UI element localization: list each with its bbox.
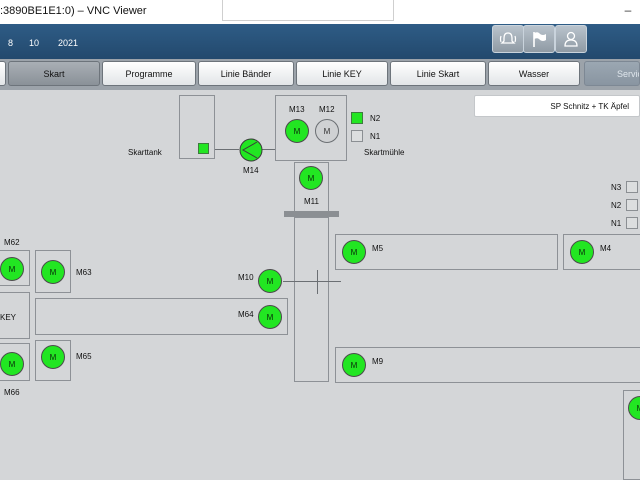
nav-item-wasser[interactable]: Wasser — [488, 61, 580, 86]
skarttank-label: Skarttank — [128, 148, 162, 157]
skarttank-vessel[interactable] — [179, 95, 215, 159]
user-button[interactable] — [555, 25, 587, 53]
motor-m10[interactable]: M — [258, 269, 282, 293]
date-month: 10 — [29, 38, 40, 48]
conveyor-crossing-horizontal — [283, 281, 341, 282]
right-level-n2-indicator — [626, 199, 638, 211]
m62-label: M62 — [4, 238, 20, 247]
mill-level-n2-indicator — [351, 112, 363, 124]
m64-label: M64 — [238, 310, 254, 319]
mill-level-n1-label: N1 — [370, 132, 381, 141]
nav-item-programme[interactable]: Programme — [102, 61, 196, 86]
m66-label: M66 — [4, 388, 20, 397]
motor-m66[interactable]: M — [0, 352, 24, 376]
motor-m13[interactable]: M — [285, 119, 309, 143]
m11-label: M11 — [304, 197, 319, 206]
right-level-n3-indicator — [626, 181, 638, 193]
window-title: :3890BE1E1:0) – VNC Viewer — [0, 5, 147, 17]
window-title-bar: :3890BE1E1:0) – VNC Viewer – — [0, 0, 640, 25]
motor-m4[interactable]: M — [570, 240, 594, 264]
date-day: 8 — [8, 38, 14, 48]
conveyor-crossing-vertical — [317, 270, 318, 294]
m65-label: M65 — [76, 352, 92, 361]
motor-m65[interactable]: M — [41, 345, 65, 369]
vertical-conveyor[interactable] — [294, 217, 329, 382]
flag-button[interactable] — [523, 25, 555, 53]
nav-item-hidden[interactable] — [0, 61, 6, 86]
nav-item-linie-skart[interactable]: Linie Skart — [390, 61, 486, 86]
m4-label: M4 — [600, 244, 612, 253]
pipe-tank-pump — [215, 149, 239, 150]
motor-m5[interactable]: M — [342, 240, 366, 264]
conveyor-m9[interactable] — [335, 347, 640, 383]
key-unit[interactable] — [0, 292, 30, 339]
skarttank-level-indicator — [198, 143, 209, 154]
separator-bar — [284, 211, 339, 217]
m9-label: M9 — [372, 357, 384, 366]
right-level-n1-label: N1 — [611, 219, 622, 228]
minimize-button[interactable]: – — [624, 3, 632, 17]
mill-level-n2-label: N2 — [370, 114, 381, 123]
motor-m64[interactable]: M — [258, 305, 282, 329]
pump-m14[interactable] — [239, 138, 263, 162]
program-display: SP Schnitz + TK Äpfel — [474, 95, 640, 117]
m12-label: M12 — [319, 105, 335, 114]
motor-m63[interactable]: M — [41, 260, 65, 284]
conveyor-m64[interactable] — [35, 298, 288, 335]
vnc-toolbar-handle[interactable] — [222, 0, 394, 21]
motor-m11[interactable]: M — [299, 166, 323, 190]
conveyor-m5[interactable] — [335, 234, 558, 270]
nav-item-linie-key[interactable]: Linie KEY — [296, 61, 388, 86]
right-level-n1-indicator — [626, 217, 638, 229]
m14-label: M14 — [243, 166, 259, 175]
skartmuehle-label: Skartmühle — [364, 148, 405, 157]
nav-item-skart[interactable]: Skart — [8, 61, 100, 86]
user-icon — [564, 31, 578, 47]
pipe-pump-mill — [262, 149, 276, 150]
motor-m62[interactable]: M — [0, 257, 24, 281]
key-label: KEY — [0, 313, 17, 322]
m5-label: M5 — [372, 244, 384, 253]
nav-item-service[interactable]: Service — [584, 61, 640, 86]
flag-icon — [533, 32, 546, 47]
alarm-bell-icon — [499, 32, 517, 44]
right-level-n3-label: N3 — [611, 183, 622, 192]
right-level-n2-label: N2 — [611, 201, 622, 210]
motor-m9[interactable]: M — [342, 353, 366, 377]
alarm-button[interactable] — [492, 25, 524, 53]
mill-level-n1-indicator — [351, 130, 363, 142]
date-year: 2021 — [58, 38, 79, 48]
motor-m12[interactable]: M — [315, 119, 339, 143]
m10-label: M10 — [238, 273, 254, 282]
m63-label: M63 — [76, 268, 92, 277]
nav-item-linie-baender[interactable]: Linie Bänder — [198, 61, 294, 86]
m13-label: M13 — [289, 105, 305, 114]
pump-icon — [239, 138, 263, 162]
